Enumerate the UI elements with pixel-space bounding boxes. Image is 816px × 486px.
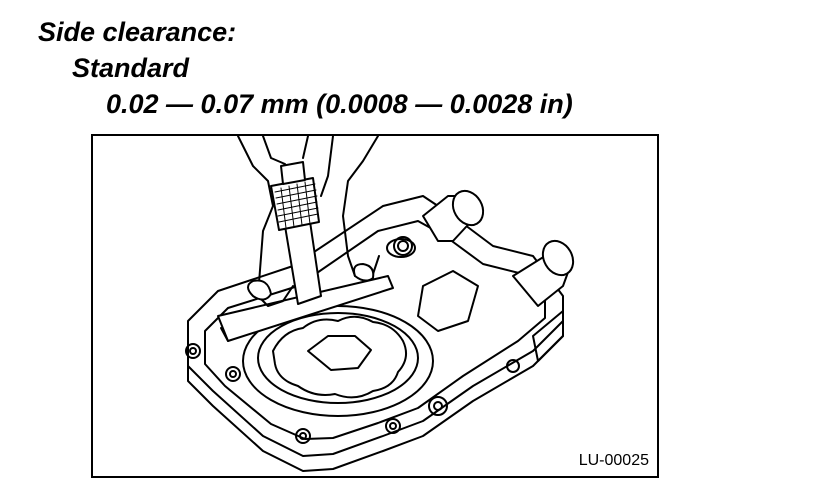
outlet-pipe-lower-end (541, 239, 575, 277)
spec-label: Standard (72, 53, 190, 83)
bolt-hole (506, 359, 520, 373)
bolt-hole (229, 370, 237, 378)
illustration-frame: LU-00025 (91, 134, 659, 478)
bolt-hole (299, 432, 307, 440)
bolt-hole (185, 343, 201, 359)
bolt-hole (397, 240, 409, 252)
bolt-hole (385, 418, 401, 434)
o-ring (386, 238, 416, 258)
gauge-cap (280, 161, 306, 185)
bolt-hole (428, 396, 448, 416)
fingertip (247, 279, 272, 301)
bolt-hole (389, 422, 397, 430)
bolt-hole (189, 347, 197, 355)
inner-rotor-hex (307, 335, 372, 371)
bolt-hole (433, 401, 443, 411)
passage-cutout (417, 270, 479, 332)
hand-fingers-left (237, 136, 294, 307)
bolt-hole (393, 236, 413, 256)
hand-finger (302, 136, 309, 159)
oil-pump-illustration (185, 136, 575, 472)
bolt-hole (295, 428, 311, 444)
hand-finger (320, 136, 334, 197)
hand-finger (262, 136, 286, 165)
side-bracket (532, 310, 564, 362)
knurl-lines (274, 181, 319, 229)
straight-edge-bevel (220, 327, 229, 342)
bolt-hole (225, 366, 241, 382)
straight-edge (217, 275, 394, 342)
figure-code: LU-00025 (578, 452, 649, 469)
outlet-pipe-upper-end (451, 189, 485, 227)
fingertip (353, 263, 375, 282)
rotor-chamber-inner (257, 312, 419, 404)
housing-inner-rim (204, 220, 546, 440)
spec-value: 0.02 — 0.07 mm (0.0008 — 0.0028 in) (106, 89, 573, 119)
section-title: Side clearance: (38, 17, 237, 47)
